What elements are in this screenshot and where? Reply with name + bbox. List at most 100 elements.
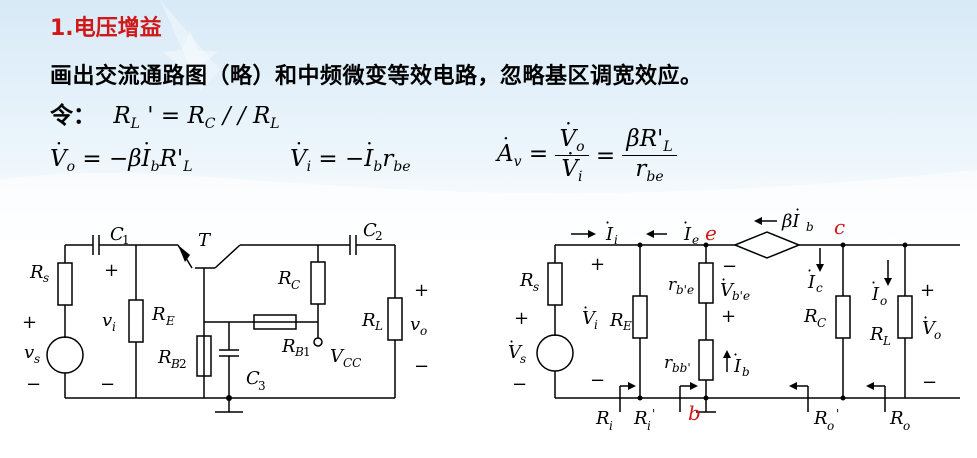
svg-text:·: · <box>733 345 738 364</box>
svg-text:+: + <box>22 312 37 333</box>
section-heading: 1.电压增益 <box>50 16 162 41</box>
svg-text:R: R <box>803 306 818 327</box>
svg-text:+: + <box>414 280 429 301</box>
svg-text:s: s <box>43 271 49 285</box>
svg-text:·: · <box>807 261 812 280</box>
svg-text:R: R <box>157 347 172 368</box>
svg-text:R: R <box>361 310 376 331</box>
svg-text:C: C <box>291 278 300 292</box>
svg-text:i: i <box>112 320 116 334</box>
svg-text:+: + <box>514 308 529 329</box>
svg-text:s: s <box>520 352 526 366</box>
let-label: 令： <box>50 103 96 129</box>
svg-text:o: o <box>827 419 834 433</box>
svg-text:I: I <box>807 272 816 293</box>
svg-text:bb': bb' <box>672 361 691 375</box>
svg-text:+: + <box>721 306 736 327</box>
svg-text:E: E <box>165 314 175 328</box>
svg-text:b: b <box>742 365 750 379</box>
svg-text:R: R <box>889 408 904 429</box>
svg-text:i: i <box>594 318 598 332</box>
svg-text:C: C <box>110 224 124 245</box>
svg-text:r: r <box>664 353 673 373</box>
svg-text:o: o <box>420 324 427 338</box>
svg-text:b: b <box>806 220 814 234</box>
svg-text:CC: CC <box>343 356 361 370</box>
section-description: 画出交流通路图（略）和中频微变等效电路，忽略基区调宽效应。 <box>50 64 703 89</box>
svg-text:+: + <box>920 280 935 301</box>
svg-text:i: i <box>614 233 618 247</box>
svg-text:R: R <box>29 262 44 283</box>
svg-text:−: − <box>414 356 429 377</box>
svg-text:R: R <box>813 408 828 429</box>
svg-text:c: c <box>816 281 823 295</box>
formula-vi: Vi = −Ibrbe <box>290 146 411 175</box>
svg-text:V: V <box>922 318 937 339</box>
svg-text:L: L <box>374 319 383 333</box>
svg-text:R: R <box>151 304 166 325</box>
svg-text:·: · <box>509 332 514 351</box>
svg-text:R: R <box>519 270 534 291</box>
svg-text:·: · <box>795 200 800 219</box>
svg-text:I: I <box>733 356 742 377</box>
svg-text:R: R <box>277 268 292 289</box>
svg-text:c: c <box>834 215 845 239</box>
svg-text:·: · <box>583 298 588 317</box>
svg-text:1: 1 <box>303 345 311 359</box>
svg-text:': ' <box>836 407 839 421</box>
svg-text:V: V <box>720 280 735 301</box>
svg-text:I: I <box>683 224 692 245</box>
svg-text:−: − <box>100 374 115 395</box>
svg-text:i: i <box>647 419 651 433</box>
svg-text:·: · <box>605 213 610 232</box>
svg-text:−: − <box>26 374 41 395</box>
svg-text:o: o <box>934 328 941 342</box>
svg-text:E: E <box>622 319 632 333</box>
svg-text:o: o <box>903 419 910 433</box>
svg-text:V: V <box>582 308 597 329</box>
svg-text:C: C <box>363 220 377 241</box>
svg-text:C: C <box>817 316 826 330</box>
svg-text:I: I <box>605 224 614 245</box>
svg-text:βI: βI <box>781 211 800 232</box>
svg-text:·: · <box>871 273 876 292</box>
formula-vo: Vo = −βIbR'L <box>50 146 193 175</box>
svg-text:I: I <box>871 284 880 305</box>
svg-text:L: L <box>882 334 891 348</box>
svg-text:C: C <box>246 368 260 389</box>
svg-text:v: v <box>410 314 420 335</box>
svg-text:e: e <box>705 221 717 245</box>
svg-text:i: i <box>609 419 613 433</box>
svg-text:·: · <box>721 270 726 289</box>
svg-text:+: + <box>590 254 605 275</box>
svg-text:V: V <box>330 346 345 367</box>
svg-text:b'e: b'e <box>676 283 694 297</box>
svg-text:v: v <box>24 342 34 363</box>
svg-text:o: o <box>880 294 887 308</box>
svg-text:−: − <box>922 372 937 393</box>
svg-text:R: R <box>609 310 624 331</box>
svg-text:R: R <box>595 408 610 429</box>
formula-rl-prime: 令： RL ' = RC / / RL <box>50 103 280 132</box>
svg-text:3: 3 <box>258 379 266 393</box>
svg-text:e: e <box>692 233 699 247</box>
svg-text:r: r <box>668 275 677 295</box>
svg-text:T: T <box>198 230 212 251</box>
svg-text:R: R <box>281 336 296 357</box>
svg-text:B: B <box>170 357 180 371</box>
svg-text:2: 2 <box>375 229 383 243</box>
svg-text:b'e: b'e <box>732 289 750 303</box>
svg-text:−: − <box>590 370 605 391</box>
svg-text:+: + <box>104 260 119 281</box>
svg-text:s: s <box>34 352 40 366</box>
svg-text:1: 1 <box>122 233 130 247</box>
svg-text:v: v <box>102 310 112 331</box>
svg-text:R: R <box>633 408 648 429</box>
svg-text:': ' <box>652 407 655 421</box>
svg-text:s: s <box>533 280 539 294</box>
svg-text:2: 2 <box>179 357 187 371</box>
svg-text:R: R <box>869 324 884 345</box>
